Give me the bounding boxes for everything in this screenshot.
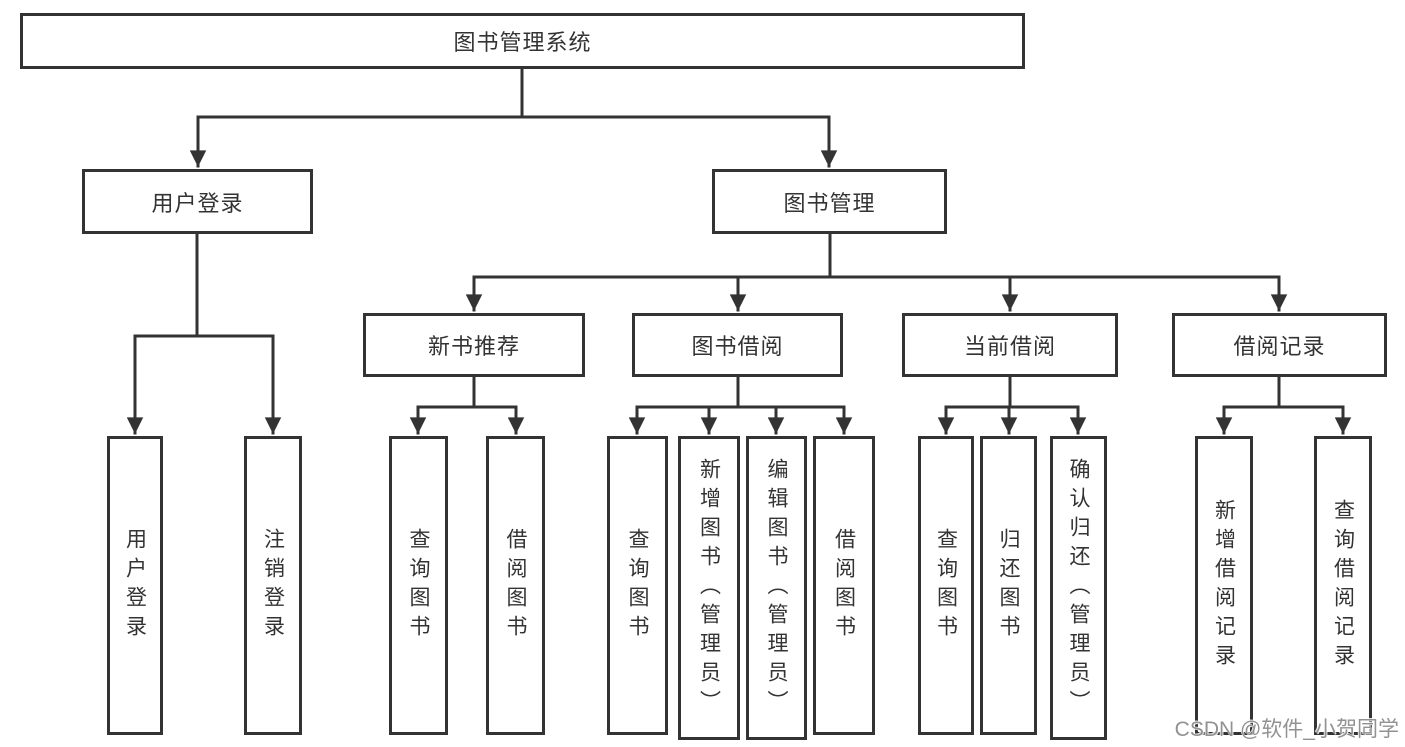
leaf-label: 借阅图书	[504, 527, 527, 644]
leaf-label: 新增借阅记录	[1212, 498, 1236, 673]
node-label: 新书推荐	[427, 334, 520, 359]
node-label: 图书管理系统	[453, 30, 592, 55]
node-user-login: 用户登录	[82, 169, 313, 234]
leaf-query-books: 查询图书	[607, 436, 668, 735]
leaf-add-borrow-record: 新增借阅记录	[1195, 436, 1253, 735]
leaf-borrow-books: 借阅图书	[813, 436, 875, 735]
leaf-label: 确认归还（管理员）	[1067, 457, 1090, 719]
leaf-borrow-books: 借阅图书	[486, 436, 545, 735]
node-new-book-recommend: 新书推荐	[363, 313, 585, 377]
node-label: 图书管理	[783, 190, 876, 216]
leaf-return-book: 归还图书	[980, 436, 1037, 735]
leaf-logout: 注销登录	[244, 436, 302, 735]
leaf-user-login: 用户登录	[107, 436, 163, 735]
leaf-query-books: 查询图书	[389, 436, 448, 735]
leaf-label: 用户登录	[123, 527, 147, 644]
csdn-watermark: CSDN @软件_小贺同学	[1174, 718, 1399, 741]
leaf-confirm-return-admin: 确认归还（管理员）	[1050, 436, 1107, 740]
leaf-label: 查询图书	[626, 527, 649, 644]
node-library-system: 图书管理系统	[20, 13, 1025, 69]
leaf-edit-book-admin: 编辑图书（管理员）	[746, 436, 807, 740]
node-label: 借阅记录	[1233, 334, 1326, 359]
leaf-label: 注销登录	[261, 527, 285, 644]
leaf-label: 查询借阅记录	[1331, 498, 1355, 673]
leaf-label: 查询图书	[934, 527, 958, 644]
leaf-label: 编辑图书（管理员）	[765, 457, 788, 719]
leaf-query-borrow-record: 查询借阅记录	[1314, 436, 1372, 735]
leaf-label: 新增图书（管理员）	[697, 457, 721, 719]
leaf-label: 借阅图书	[832, 527, 856, 644]
node-borrow-records: 借阅记录	[1172, 313, 1387, 377]
node-label: 用户登录	[151, 190, 244, 216]
leaf-add-book-admin: 新增图书（管理员）	[678, 436, 740, 740]
leaf-label: 查询图书	[407, 527, 430, 644]
node-current-borrow: 当前借阅	[902, 313, 1118, 377]
leaf-label: 归还图书	[997, 527, 1020, 644]
node-book-borrow: 图书借阅	[632, 313, 843, 377]
node-label: 当前借阅	[963, 334, 1056, 359]
leaf-query-books: 查询图书	[918, 436, 974, 735]
node-book-management: 图书管理	[712, 169, 947, 234]
node-label: 图书借阅	[691, 334, 784, 359]
